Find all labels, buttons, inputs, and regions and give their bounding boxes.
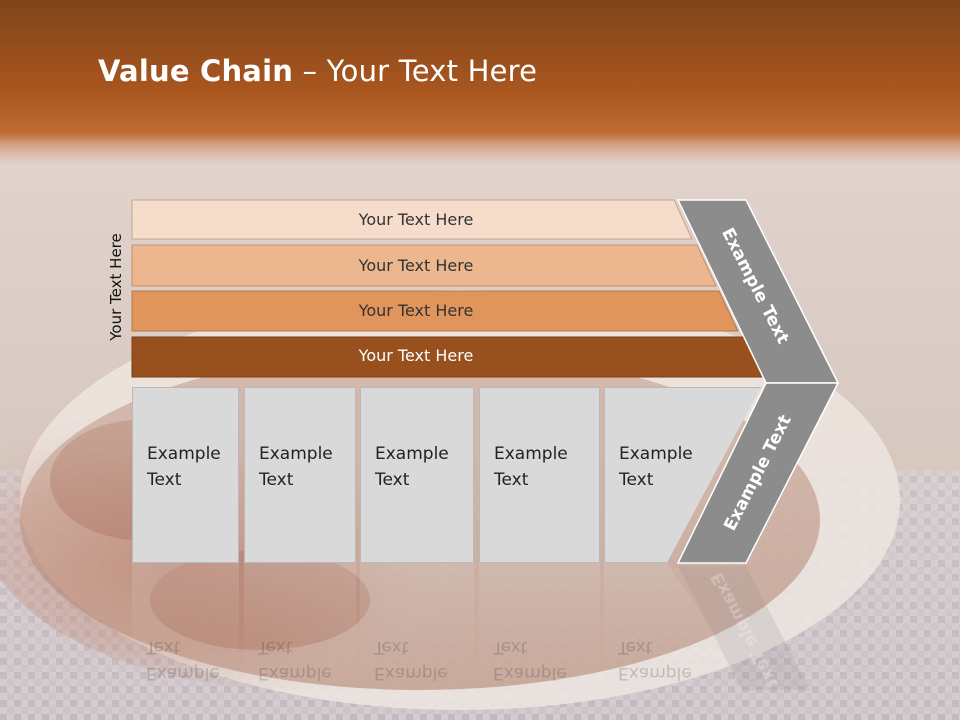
- box-1-reflection-line-2: Text: [146, 637, 181, 657]
- title-bold: Value Chain: [98, 54, 294, 88]
- box-4-line-2: Text: [494, 470, 529, 490]
- box-2-line-2: Text: [259, 470, 294, 490]
- box-4-reflection-line-1: Example: [493, 663, 567, 683]
- bar-2-label: Your Text Here: [358, 256, 474, 275]
- box-3-reflection-line-2: Text: [374, 637, 409, 657]
- box-2-reflection-line-2: Text: [258, 637, 293, 657]
- example-box-1[interactable]: Example Text: [132, 387, 239, 563]
- box-3-line-1: Example: [375, 444, 449, 464]
- box-1-line-1: Example: [147, 444, 221, 464]
- box-4-reflection: Example Text: [479, 563, 600, 703]
- bar-1-label: Your Text Here: [358, 210, 474, 229]
- box-4-reflection-line-2: Text: [493, 637, 528, 657]
- box-3-line-2: Text: [375, 470, 410, 490]
- box-3-reflection: Example Text: [360, 563, 474, 703]
- title-rest: – Your Text Here: [293, 54, 538, 88]
- box-5-reflection-line-2: Text: [618, 637, 653, 657]
- box-2-reflection-line-1: Example: [258, 663, 332, 683]
- box-2-reflection: Example Text: [244, 563, 356, 703]
- bar-2[interactable]: Your Text Here: [132, 246, 712, 286]
- example-box-2[interactable]: Example Text: [244, 387, 356, 563]
- slide-title: Value Chain – Your Text Here: [98, 54, 537, 88]
- bar-4[interactable]: Your Text Here: [132, 336, 752, 376]
- box-5-reflection-line-1: Example: [618, 663, 692, 683]
- bar-1[interactable]: Your Text Here: [132, 200, 692, 240]
- example-box-4[interactable]: Example Text: [479, 387, 600, 563]
- box-1-reflection: Example Text: [132, 563, 239, 703]
- chevron-reflection: [678, 566, 810, 690]
- box-1-line-2: Text: [147, 470, 182, 490]
- box-1-reflection-line-1: Example: [146, 663, 220, 683]
- box-5-line-2: Text: [619, 470, 654, 490]
- example-box-3[interactable]: Example Text: [360, 387, 474, 563]
- bar-3[interactable]: Your Text Here: [132, 291, 732, 331]
- bar-3-shape: [131, 290, 739, 332]
- bar-2-shape: [131, 244, 717, 287]
- chevron-lower: [676, 382, 840, 564]
- bar-4-label: Your Text Here: [358, 346, 474, 365]
- bar-3-label: Your Text Here: [358, 301, 474, 320]
- box-3-reflection-line-1: Example: [374, 663, 448, 683]
- box-5-line-1: Example: [619, 444, 693, 464]
- box-2-line-1: Example: [259, 444, 333, 464]
- bar-1-shape: [131, 199, 693, 240]
- box-4-line-1: Example: [494, 444, 568, 464]
